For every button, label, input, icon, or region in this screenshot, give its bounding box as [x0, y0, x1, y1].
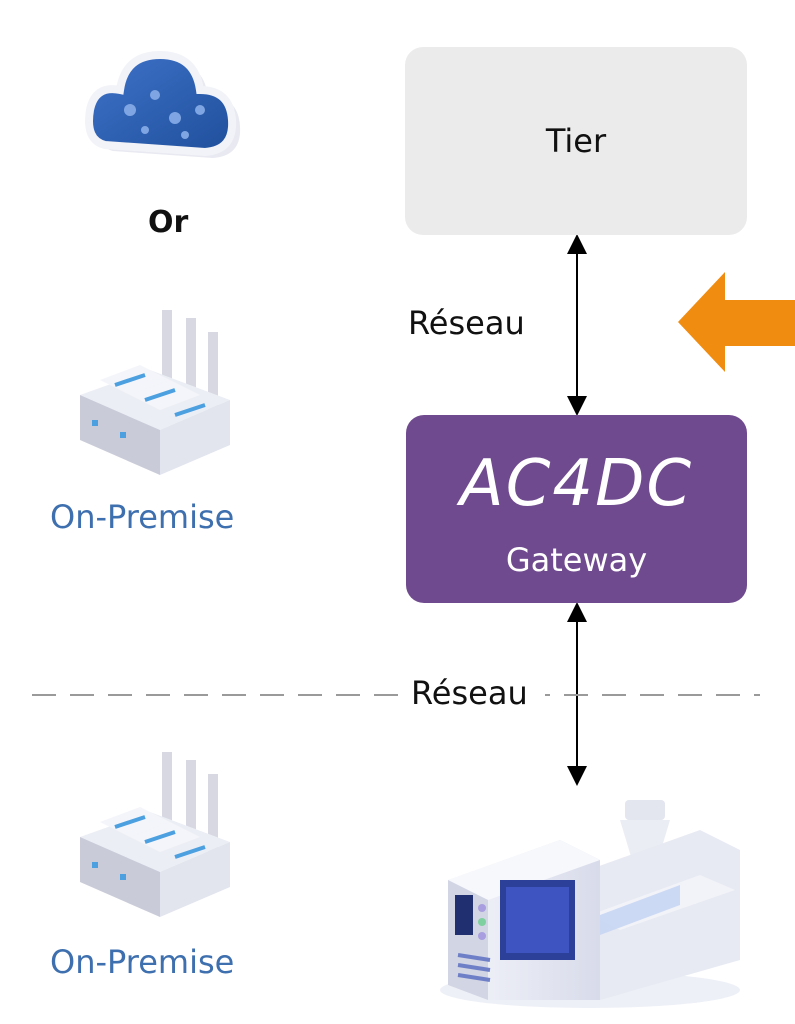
- on-premise-label-bottom: On-Premise: [50, 943, 235, 981]
- factory-icon: [80, 752, 230, 917]
- tier-box: Tier: [405, 47, 747, 235]
- gateway-logo: AC4DC: [459, 447, 694, 521]
- orange-arrow-icon: [678, 272, 795, 372]
- network-label-bottom: Réseau: [411, 674, 528, 712]
- gateway-subtitle: Gateway: [505, 541, 648, 579]
- on-premise-label-top: On-Premise: [50, 498, 235, 536]
- or-label: Or: [148, 205, 189, 240]
- cloud-icon: [85, 50, 241, 158]
- tier-label: Tier: [545, 122, 607, 160]
- network-label-top: Réseau: [408, 304, 525, 342]
- gateway-box: AC4DC Gateway: [406, 415, 747, 603]
- factory-icon: [80, 310, 230, 475]
- injection-machine-icon: [440, 800, 740, 1008]
